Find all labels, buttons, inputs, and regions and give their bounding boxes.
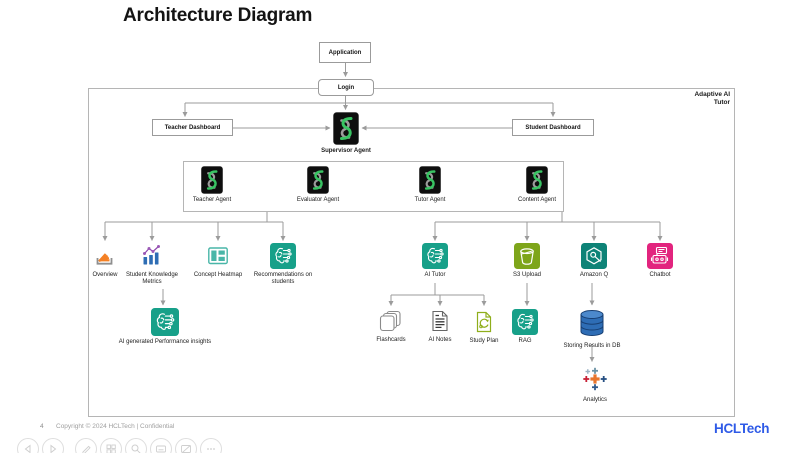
node-label: Flashcards bbox=[376, 337, 406, 343]
agents-group-box bbox=[183, 161, 564, 212]
node-label: Amazon Q bbox=[579, 272, 609, 278]
container-label: Adaptive AI Tutor bbox=[694, 91, 730, 106]
more-options-button[interactable] bbox=[200, 438, 222, 453]
teacher-dashboard-box: Teacher Dashboard bbox=[152, 119, 233, 136]
langgraph-agent-icon bbox=[307, 166, 329, 194]
node-label: Tutor Agent bbox=[414, 197, 446, 203]
node-label: Student Knowledge Metrics bbox=[125, 272, 179, 285]
node-tutor-agent: Tutor Agent bbox=[395, 166, 465, 204]
document-refresh-icon bbox=[471, 309, 497, 335]
node-label: Concept Heatmap bbox=[193, 272, 243, 278]
copyright-text: Copyright © 2024 HCLTech | Confidential bbox=[56, 423, 175, 430]
node-supervisor-agent: Supervisor Agent bbox=[306, 112, 386, 155]
zoom-button[interactable] bbox=[125, 438, 147, 453]
node-s3-upload: S3 Upload bbox=[497, 243, 557, 279]
next-slide-button[interactable] bbox=[42, 438, 64, 453]
document-lines-icon bbox=[427, 308, 453, 334]
s3-bucket-icon bbox=[514, 243, 540, 269]
brain-circuit-icon bbox=[151, 308, 179, 336]
black-screen-button[interactable] bbox=[175, 438, 197, 453]
node-label: S3 Upload bbox=[512, 272, 542, 278]
node-study-plan: Study Plan bbox=[454, 309, 514, 345]
bar-line-chart-icon bbox=[139, 243, 165, 269]
langgraph-agent-icon bbox=[333, 112, 359, 145]
node-label: Overview bbox=[92, 272, 118, 278]
langgraph-agent-icon bbox=[526, 166, 548, 194]
langgraph-agent-icon bbox=[419, 166, 441, 194]
amazon-q-icon bbox=[581, 243, 607, 269]
node-label: RAG bbox=[518, 338, 532, 344]
pen-button[interactable] bbox=[75, 438, 97, 453]
node-label: Content Agent bbox=[517, 197, 557, 203]
node-overview: Overview bbox=[75, 243, 135, 279]
node-teacher-agent: Teacher Agent bbox=[177, 166, 247, 204]
robot-chat-icon bbox=[647, 243, 673, 269]
node-label: AI generated Performance insights bbox=[118, 339, 212, 345]
langgraph-agent-icon bbox=[201, 166, 223, 194]
student-dashboard-box: Student Dashboard bbox=[512, 119, 594, 136]
captions-button[interactable] bbox=[150, 438, 172, 453]
slides-grid-icon bbox=[106, 444, 116, 453]
brain-circuit-icon bbox=[422, 243, 448, 269]
database-cylinder-icon bbox=[575, 306, 609, 340]
node-rag: RAG bbox=[495, 309, 555, 345]
node-label: Analytics bbox=[582, 397, 607, 403]
card-stack-icon bbox=[378, 308, 404, 334]
node-label: Recommendations on students bbox=[253, 272, 313, 285]
brain-circuit-icon bbox=[270, 243, 296, 269]
node-label: AI Tutor bbox=[424, 272, 446, 278]
previous-slide-button[interactable] bbox=[17, 438, 39, 453]
page-title: Architecture Diagram bbox=[123, 5, 313, 26]
login-box: Login bbox=[318, 79, 374, 96]
pen-icon bbox=[82, 445, 91, 453]
previous-arrow-icon bbox=[24, 444, 31, 453]
node-chatbot: Chatbot bbox=[630, 243, 690, 279]
all-slides-button[interactable] bbox=[100, 438, 122, 453]
brain-circuit-icon bbox=[512, 309, 538, 335]
application-box: Application bbox=[319, 42, 371, 63]
node-flashcards: Flashcards bbox=[361, 308, 421, 344]
node-storing-results-db: Storing Results in DB bbox=[550, 306, 634, 350]
node-label: AI Notes bbox=[428, 337, 452, 343]
captions-icon bbox=[156, 445, 166, 453]
node-evaluator-agent: Evaluator Agent bbox=[283, 166, 353, 204]
magnifier-icon bbox=[131, 444, 141, 453]
node-student-knowledge-metrics: Student Knowledge Metrics bbox=[121, 243, 183, 286]
node-label: Supervisor Agent bbox=[321, 148, 371, 154]
node-label: Teacher Agent bbox=[192, 197, 232, 203]
node-ai-tutor: AI Tutor bbox=[405, 243, 465, 279]
hcltech-logo: HCLTech bbox=[714, 421, 770, 436]
node-amazon-q: Amazon Q bbox=[564, 243, 624, 279]
heatmap-dashboard-icon bbox=[205, 243, 231, 269]
tableau-icon bbox=[580, 364, 610, 394]
adaptive-ai-tutor-container bbox=[88, 88, 735, 417]
page-number: 4 bbox=[40, 423, 44, 430]
node-concept-heatmap: Concept Heatmap bbox=[183, 243, 253, 279]
node-label: Storing Results in DB bbox=[563, 343, 621, 349]
node-label: Evaluator Agent bbox=[296, 197, 340, 203]
next-arrow-icon bbox=[50, 444, 57, 453]
node-analytics: Analytics bbox=[560, 364, 630, 404]
node-label: Study Plan bbox=[469, 338, 499, 344]
stacked-reports-icon bbox=[92, 243, 118, 269]
node-recommendations: Recommendations on students bbox=[246, 243, 320, 286]
node-ai-notes: AI Notes bbox=[410, 308, 470, 344]
node-content-agent: Content Agent bbox=[502, 166, 572, 204]
screen-slash-icon bbox=[181, 445, 191, 453]
node-label: Chatbot bbox=[649, 272, 671, 278]
ellipsis-icon bbox=[207, 448, 215, 450]
node-performance-insights: AI generated Performance insights bbox=[105, 308, 225, 346]
